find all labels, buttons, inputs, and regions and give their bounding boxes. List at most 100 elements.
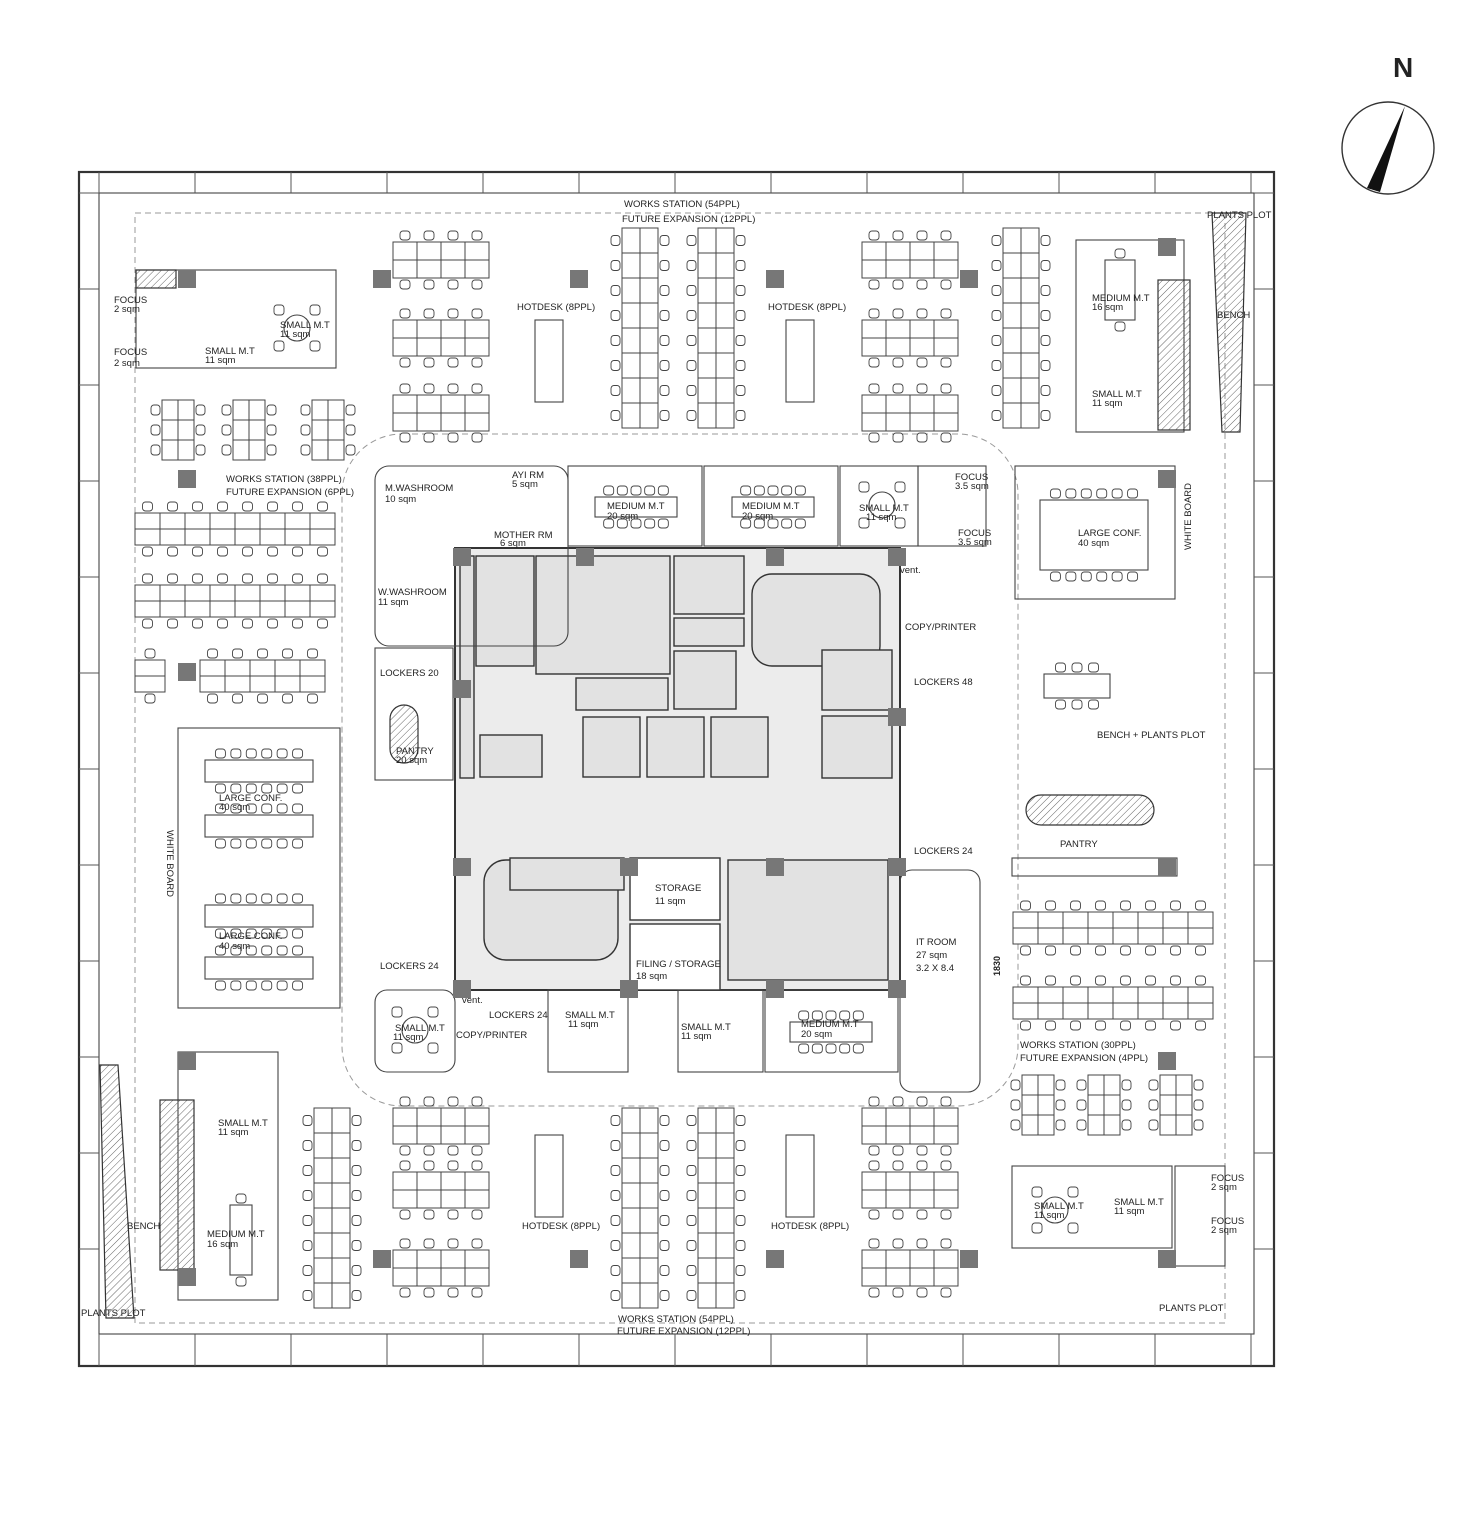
desk [1087, 1094, 1105, 1116]
desk [440, 319, 466, 339]
conference-table [204, 904, 314, 928]
hotdesk-ne-label: HOTDESK (8PPL) [768, 302, 846, 313]
desk [1187, 911, 1214, 929]
desk [1037, 1002, 1064, 1020]
desk [299, 675, 326, 693]
conference-table [204, 814, 314, 838]
desk [416, 319, 442, 339]
chair [686, 1215, 697, 1226]
chair [1010, 1099, 1021, 1111]
chair [1045, 975, 1056, 986]
desk [1187, 927, 1214, 945]
chair [686, 360, 697, 371]
chair [1040, 410, 1051, 421]
desk [885, 394, 911, 414]
chair [1120, 975, 1131, 986]
structural-column [888, 548, 906, 566]
it-room-area: 27 sqm [916, 950, 947, 961]
desk [464, 337, 490, 357]
focus-n1-area: 3.5 sqm [955, 481, 989, 492]
chair [245, 893, 257, 904]
chair [735, 260, 746, 271]
chair [868, 1287, 880, 1298]
small-mt-se2-area: 11 sqm [1034, 1210, 1065, 1221]
desk [248, 399, 266, 421]
chair [940, 230, 952, 241]
desk [161, 419, 179, 441]
chair [351, 1215, 362, 1226]
chair [735, 1215, 746, 1226]
chair [1070, 945, 1081, 956]
structural-column [373, 1250, 391, 1268]
chair [686, 1140, 697, 1151]
desk [861, 1171, 887, 1191]
desk [621, 1257, 641, 1284]
desk [697, 352, 717, 379]
desk [274, 659, 301, 677]
storage-name: STORAGE [655, 883, 701, 894]
chair [892, 1209, 904, 1220]
chair [300, 444, 311, 456]
desk [234, 528, 261, 546]
chair [245, 783, 257, 794]
chair [292, 501, 303, 512]
desk [715, 377, 735, 404]
building-core [454, 547, 901, 991]
medium-mt-s-name: MEDIUM M.T [801, 1019, 859, 1030]
chair [610, 285, 621, 296]
chair [659, 1265, 670, 1276]
storage-area: 11 sqm [655, 896, 686, 907]
desk [1103, 1114, 1121, 1136]
chair [167, 618, 178, 629]
chair [399, 1287, 411, 1298]
chair [825, 1010, 837, 1021]
desk [639, 1157, 659, 1184]
desk [1112, 986, 1139, 1004]
chair [991, 335, 1002, 346]
conference-table [1104, 259, 1136, 321]
chair [1120, 945, 1131, 956]
chair [735, 1115, 746, 1126]
desk [440, 1125, 466, 1145]
chair [868, 230, 880, 241]
small-mt-s3-area: 11 sqm [681, 1031, 712, 1042]
filing-name: FILING / STORAGE [636, 959, 721, 970]
chair [214, 945, 226, 956]
chair [1121, 1119, 1132, 1131]
chair [399, 1160, 411, 1171]
desk [1012, 911, 1039, 929]
desk [639, 402, 659, 429]
chair [868, 1145, 880, 1156]
chair [471, 308, 483, 319]
chair [1193, 1099, 1204, 1111]
small-mt-s1-area: 11 sqm [393, 1032, 424, 1043]
lockers-24-s-label: LOCKERS 24 [489, 1010, 548, 1021]
chair [610, 385, 621, 396]
desk [697, 1257, 717, 1284]
desk [259, 528, 286, 546]
desk [464, 412, 490, 432]
focus-se1-name: FOCUS [1211, 1173, 1244, 1184]
chair [892, 1287, 904, 1298]
chair [292, 618, 303, 629]
chair [1095, 900, 1106, 911]
desk [639, 1207, 659, 1234]
chair [292, 573, 303, 584]
chair [261, 893, 273, 904]
desk [909, 1171, 935, 1191]
chair [916, 1160, 928, 1171]
chair [916, 279, 928, 290]
chair [798, 1043, 810, 1054]
chair [276, 783, 288, 794]
chair [894, 481, 906, 493]
desk [1037, 1094, 1055, 1116]
chair [267, 573, 278, 584]
chair [1148, 1119, 1159, 1131]
chair [1170, 900, 1181, 911]
chair [686, 1190, 697, 1201]
chair [686, 1240, 697, 1251]
chair [610, 310, 621, 321]
desk [1087, 1074, 1105, 1096]
chair [273, 304, 285, 316]
desk [416, 412, 442, 432]
